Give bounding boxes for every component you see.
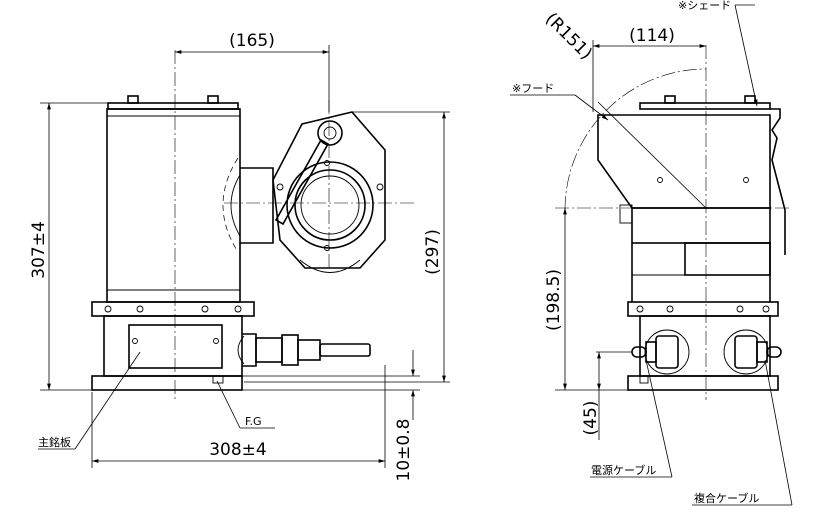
- main-nameplate: [128, 324, 223, 369]
- label-composite-cable: 複合ケーブル: [694, 491, 759, 505]
- dim-base-width: 308±4: [209, 440, 267, 460]
- label-hood: ※フード: [512, 82, 554, 95]
- label-nameplate: 主銘板: [38, 435, 71, 449]
- label-power-cable: 電源ケーブル: [591, 463, 656, 477]
- side-flange: [627, 301, 779, 317]
- cable: [319, 343, 371, 357]
- fg-terminal: [212, 375, 224, 384]
- power-cable-gland: [655, 335, 679, 369]
- dim-cable-height: (45): [581, 401, 601, 436]
- dim-width-top: (165): [229, 31, 275, 51]
- dim-offset-top: (114): [629, 26, 675, 46]
- label-fg: F.G: [245, 415, 262, 428]
- middle-flange: [91, 301, 255, 317]
- mount-bolt: [207, 95, 219, 104]
- top-mount-plate: [107, 102, 239, 110]
- composite-cable-end: [766, 346, 782, 358]
- lens-inner-ring: [294, 169, 366, 241]
- wiper-arm: [274, 138, 330, 226]
- side-camera-body: [631, 207, 771, 244]
- dim-radius: (R151): [541, 9, 596, 64]
- lens-outer-ring: [286, 161, 374, 249]
- front-view: (165) 307±4 (297) 308±4 10±0.8 F.G 主銘板: [29, 31, 450, 481]
- side-base-housing: [639, 315, 771, 377]
- dim-base-height: 10±0.8: [394, 419, 414, 482]
- main-housing: [106, 108, 241, 303]
- cable-gland: [255, 337, 283, 363]
- power-cable-end: [631, 346, 647, 358]
- composite-cable-gland: [734, 335, 758, 369]
- lens-housing: [272, 111, 386, 269]
- mount-bolt: [127, 95, 139, 104]
- lens-bracket: [240, 167, 274, 244]
- shade: [770, 108, 786, 255]
- dim-height-right: (297): [423, 229, 443, 275]
- wiper-pivot: [317, 120, 343, 146]
- radius-arc: [564, 68, 707, 211]
- side-view: ※シェード ※フード (R151) (114) (198.5) (45) 電源ケ…: [510, 0, 793, 506]
- dim-height-center: (198.5): [544, 269, 564, 331]
- side-base-plate: [627, 375, 779, 391]
- hood: [597, 114, 771, 209]
- label-shade: ※シェード: [678, 0, 731, 12]
- base-plate: [91, 375, 243, 391]
- dim-height-total: 307±4: [29, 221, 49, 279]
- side-top-plate: [639, 102, 771, 110]
